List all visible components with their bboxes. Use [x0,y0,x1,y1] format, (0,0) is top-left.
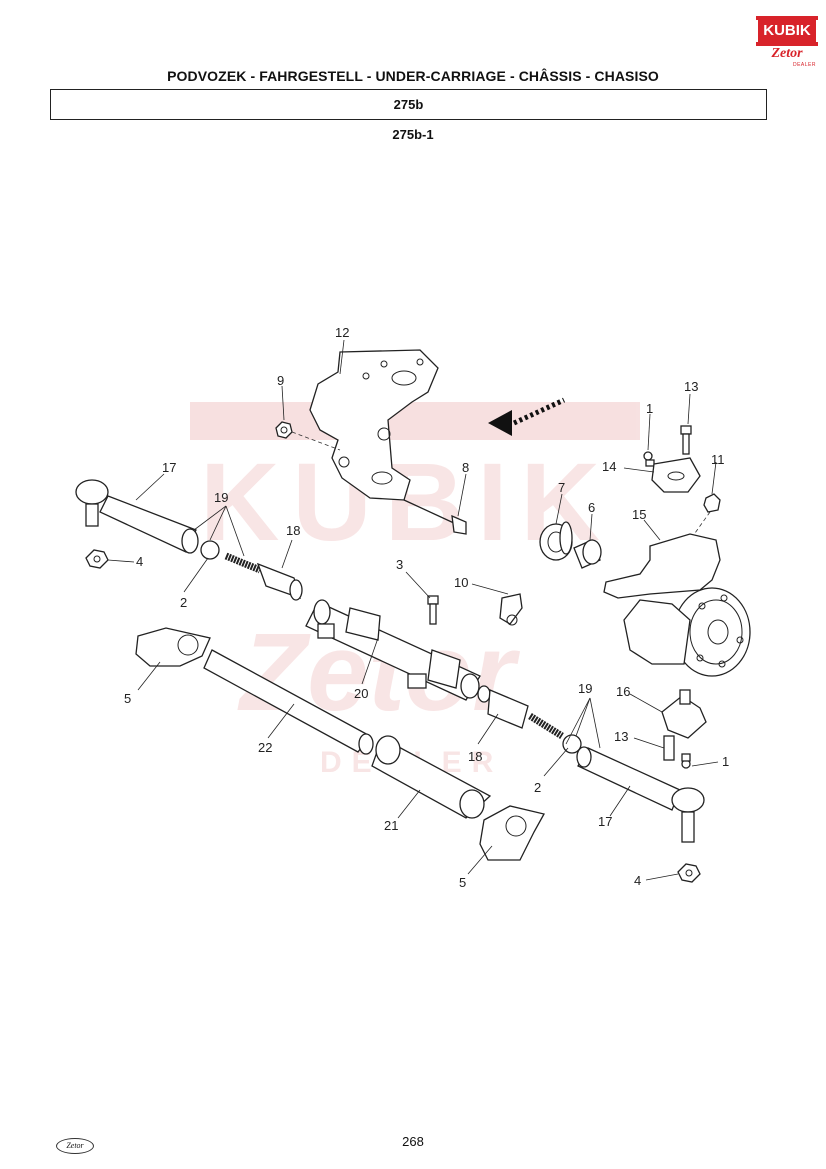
nut-19-upper [200,540,220,560]
figure-id: 275b-1 [392,127,434,142]
steering-arm-16 [661,689,707,739]
callout-label: 8 [462,460,469,475]
callout-label: 5 [124,691,131,706]
callout-label: 16 [616,684,630,699]
page-number: 268 [402,1134,424,1149]
callout-label: 14 [602,459,616,474]
callout-label: 4 [634,873,641,888]
callout-label: 13 [614,729,628,744]
callout-label: 17 [598,814,612,829]
callout-label: 10 [454,575,468,590]
logo-tagline: DEALER [792,62,816,68]
footer-zetor-logo: Zetor [56,1138,94,1154]
bolt-3 [427,595,439,625]
leader-lines [107,339,719,881]
clamp-5-lower [479,805,545,861]
logo-bar [756,42,818,46]
ball-joint-18-lower [477,685,564,739]
nut-4-lower [677,863,701,883]
callout-label: 13 [684,379,698,394]
callout-label: 1 [646,401,653,416]
callout-label: 7 [558,480,565,495]
callout-label: 9 [277,373,284,388]
callout-label: 22 [258,740,272,755]
watermark-word: KUBIK [200,441,600,564]
callout-label: 12 [335,325,349,340]
steering-arm-14 [651,457,701,493]
tie-rod-17-lower [576,746,705,843]
sleeve-21 [371,735,492,819]
watermark-band [190,402,640,440]
callout-label: 18 [468,749,482,764]
tie-rod-17-upper [75,479,199,554]
bolt-13-upper [680,425,692,455]
section-number-box: 275b [50,89,767,120]
tube-20 [305,599,481,701]
callout-label: 15 [632,507,646,522]
bolt-8 [403,499,467,535]
callout-label: 20 [354,686,368,701]
nut-4-upper [85,549,109,569]
nut-11 [703,493,721,513]
steering-bracket-12 [309,349,439,501]
watermark: KUBIK Zetor DEALER [190,402,640,779]
callout-label: 17 [162,460,176,475]
page-title: PODVOZEK - FAHRGESTELL - UNDER-CARRIAGE … [167,68,659,84]
kubik-zetor-logo: KUBIK Zetor DEALER [756,16,818,72]
callout-label: 2 [534,780,541,795]
callout-label: 21 [384,818,398,833]
callout-label: 5 [459,875,466,890]
grease-nipple-1-lower [681,753,691,769]
callout-label: 6 [588,500,595,515]
tube-22 [203,649,374,755]
callout-label: 3 [396,557,403,572]
callout-label: 18 [286,523,300,538]
callout-label: 4 [136,554,143,569]
wheel-hub-15 [603,533,751,677]
logo-bar [756,16,818,20]
ball-joint-18-upper [224,552,303,601]
callout-label: 19 [214,490,228,505]
logo-word: KUBIK [758,20,816,42]
callout-label: 19 [578,681,592,696]
grease-nipple-1-upper [643,451,655,467]
direction-arrow-icon [488,397,566,436]
callout-label: 1 [722,754,729,769]
logo-brand: Zetor [771,46,803,61]
bushing-6 [573,539,602,569]
callout-labels: 12 9 13 1 14 11 17 19 8 7 6 15 18 4 2 3 … [124,325,729,890]
clamp-5-upper [135,627,211,667]
callout-label: 2 [180,595,187,610]
bolt-13-lower [663,735,675,761]
callout-label: 11 [711,452,725,467]
clip-10 [499,593,523,626]
